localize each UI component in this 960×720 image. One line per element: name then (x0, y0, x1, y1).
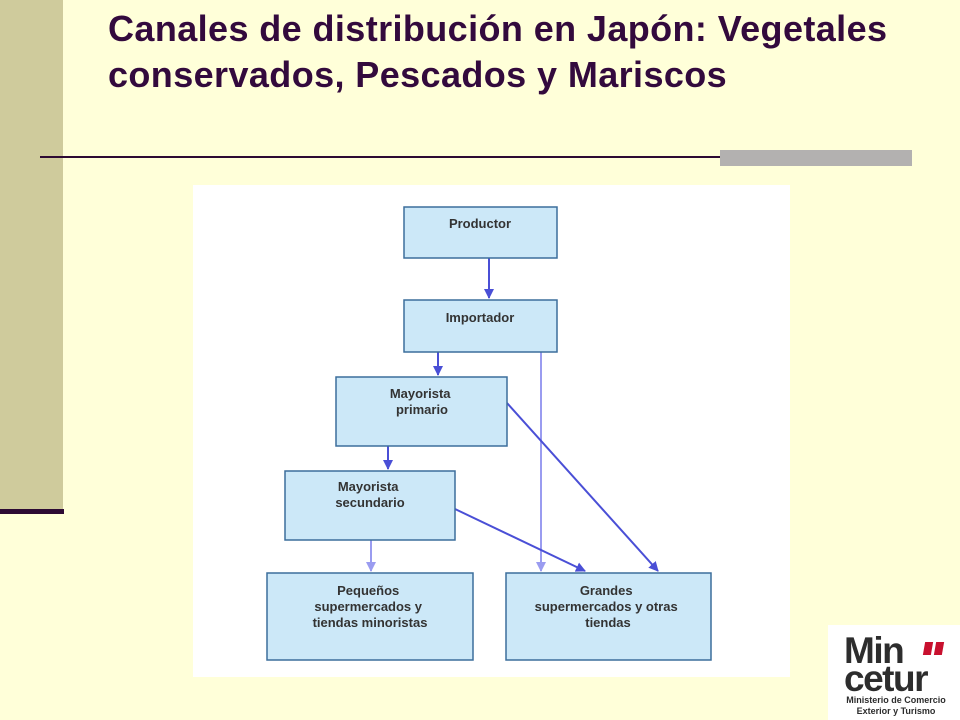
svg-text:Mayorista primario: Mayorista primario (390, 386, 454, 417)
edge-mayorista-primario-grandes (506, 402, 659, 572)
node-mayorista-secundario: Mayorista secundario (284, 470, 456, 541)
title-divider-accent (720, 150, 912, 166)
logo-subtitle: Ministerio de Comercio Exterior y Turism… (834, 695, 958, 717)
title-divider (40, 156, 912, 158)
logo-subtitle-line: Ministerio de Comercio (846, 695, 946, 705)
logo-subtitle-line: Exterior y Turismo (856, 706, 936, 716)
node-pequenos-supermercados: Pequeños supermercados y tiendas minoris… (266, 572, 474, 661)
side-accent-bar (0, 0, 63, 510)
node-grandes-supermercados: Grandes supermercados y otras tiendas (505, 572, 712, 661)
logo-accent-mark (933, 642, 945, 655)
mincetur-logo: Min cetur Ministerio de Comercio Exterio… (828, 625, 960, 720)
edge-mayorista-secundario-grandes (454, 508, 586, 572)
node-productor: Productor (403, 206, 558, 259)
svg-text:Mayorista secundario: Mayorista secundario (335, 479, 404, 510)
distribution-diagram: Productor Importador Mayorista primario … (193, 185, 790, 677)
slide-title: Canales de distribución en Japón: Vegeta… (108, 8, 888, 95)
svg-text:Productor: Productor (449, 216, 511, 231)
svg-text:Grandes supermercados: Grandes supermercados y otras tiendas (535, 583, 682, 630)
node-mayorista-primario: Mayorista primario (335, 376, 508, 447)
logo-word-min: Min (844, 630, 905, 671)
logo-accent-mark (922, 642, 934, 655)
svg-text:Pequeños supermercados: Pequeños supermercados y tiendas minoris… (313, 583, 428, 630)
svg-text:Importador: Importador (446, 310, 515, 325)
logo-word-cetur: cetur (844, 658, 928, 699)
node-importador: Importador (403, 299, 558, 353)
distribution-flowchart: Productor Importador Mayorista primario … (266, 206, 712, 661)
side-accent-underline (0, 509, 64, 514)
